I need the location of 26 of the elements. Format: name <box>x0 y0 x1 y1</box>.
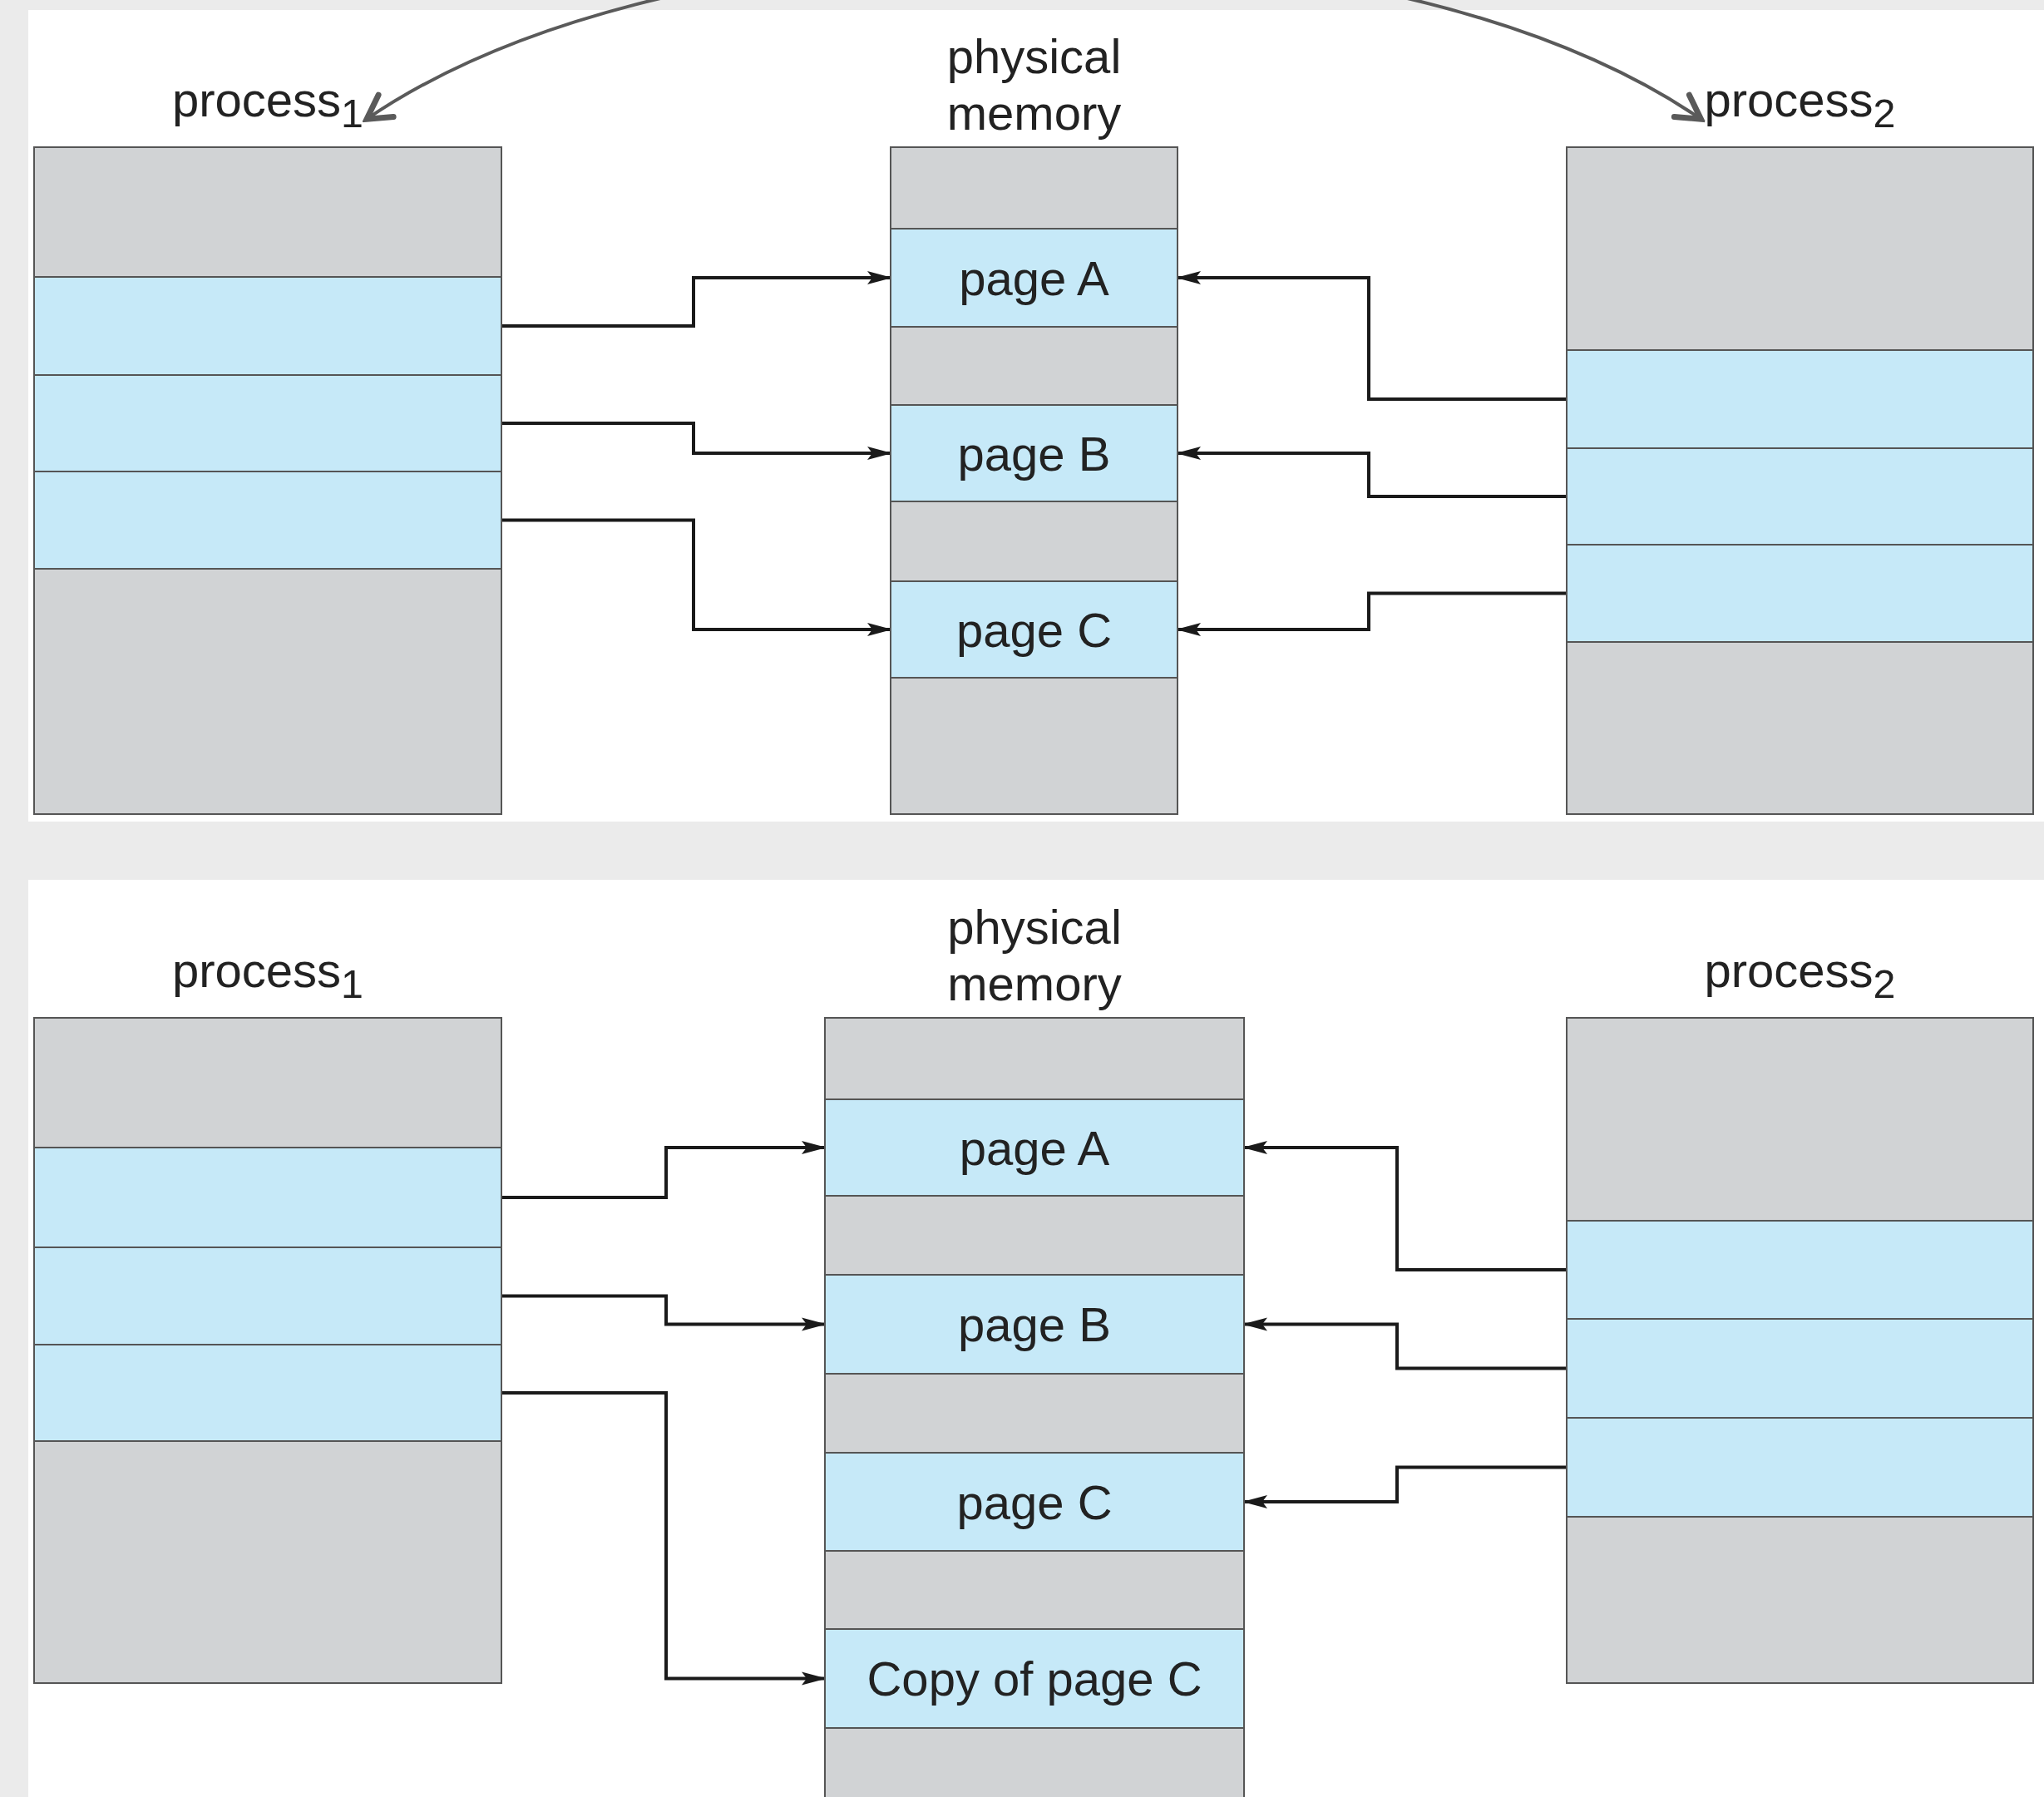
column-heading: process$_{2}$ <box>1704 72 1896 137</box>
column-heading: physical memory <box>945 28 1123 141</box>
page-slot <box>35 276 501 376</box>
curved-arrow <box>363 0 1704 122</box>
memory-page: page B <box>826 1274 1243 1375</box>
page-slot <box>35 1147 501 1248</box>
memory-page: Copy of page C <box>826 1628 1243 1729</box>
memory-page: page C <box>826 1452 1243 1552</box>
page-slot <box>35 374 501 472</box>
column-heading: process$_{2}$ <box>1704 942 1896 1008</box>
page-slot <box>1568 1220 2032 1320</box>
page-slot <box>1568 1318 2032 1419</box>
column-heading: process$_{1}$ <box>172 72 363 137</box>
memory-page: page A <box>826 1098 1243 1197</box>
memory-page: page C <box>891 580 1177 679</box>
memory-page: page B <box>891 404 1177 502</box>
column-heading: process$_{1}$ <box>172 942 363 1008</box>
column-heading: physical memory <box>946 899 1123 1012</box>
page-slot <box>1568 544 2032 643</box>
page-slot <box>35 1247 501 1345</box>
page-slot <box>35 1344 501 1442</box>
memory-page: page A <box>891 228 1177 328</box>
page-slot <box>35 471 501 570</box>
page-slot <box>1568 447 2032 546</box>
page-slot <box>1568 1417 2032 1518</box>
page-slot <box>1568 349 2032 449</box>
